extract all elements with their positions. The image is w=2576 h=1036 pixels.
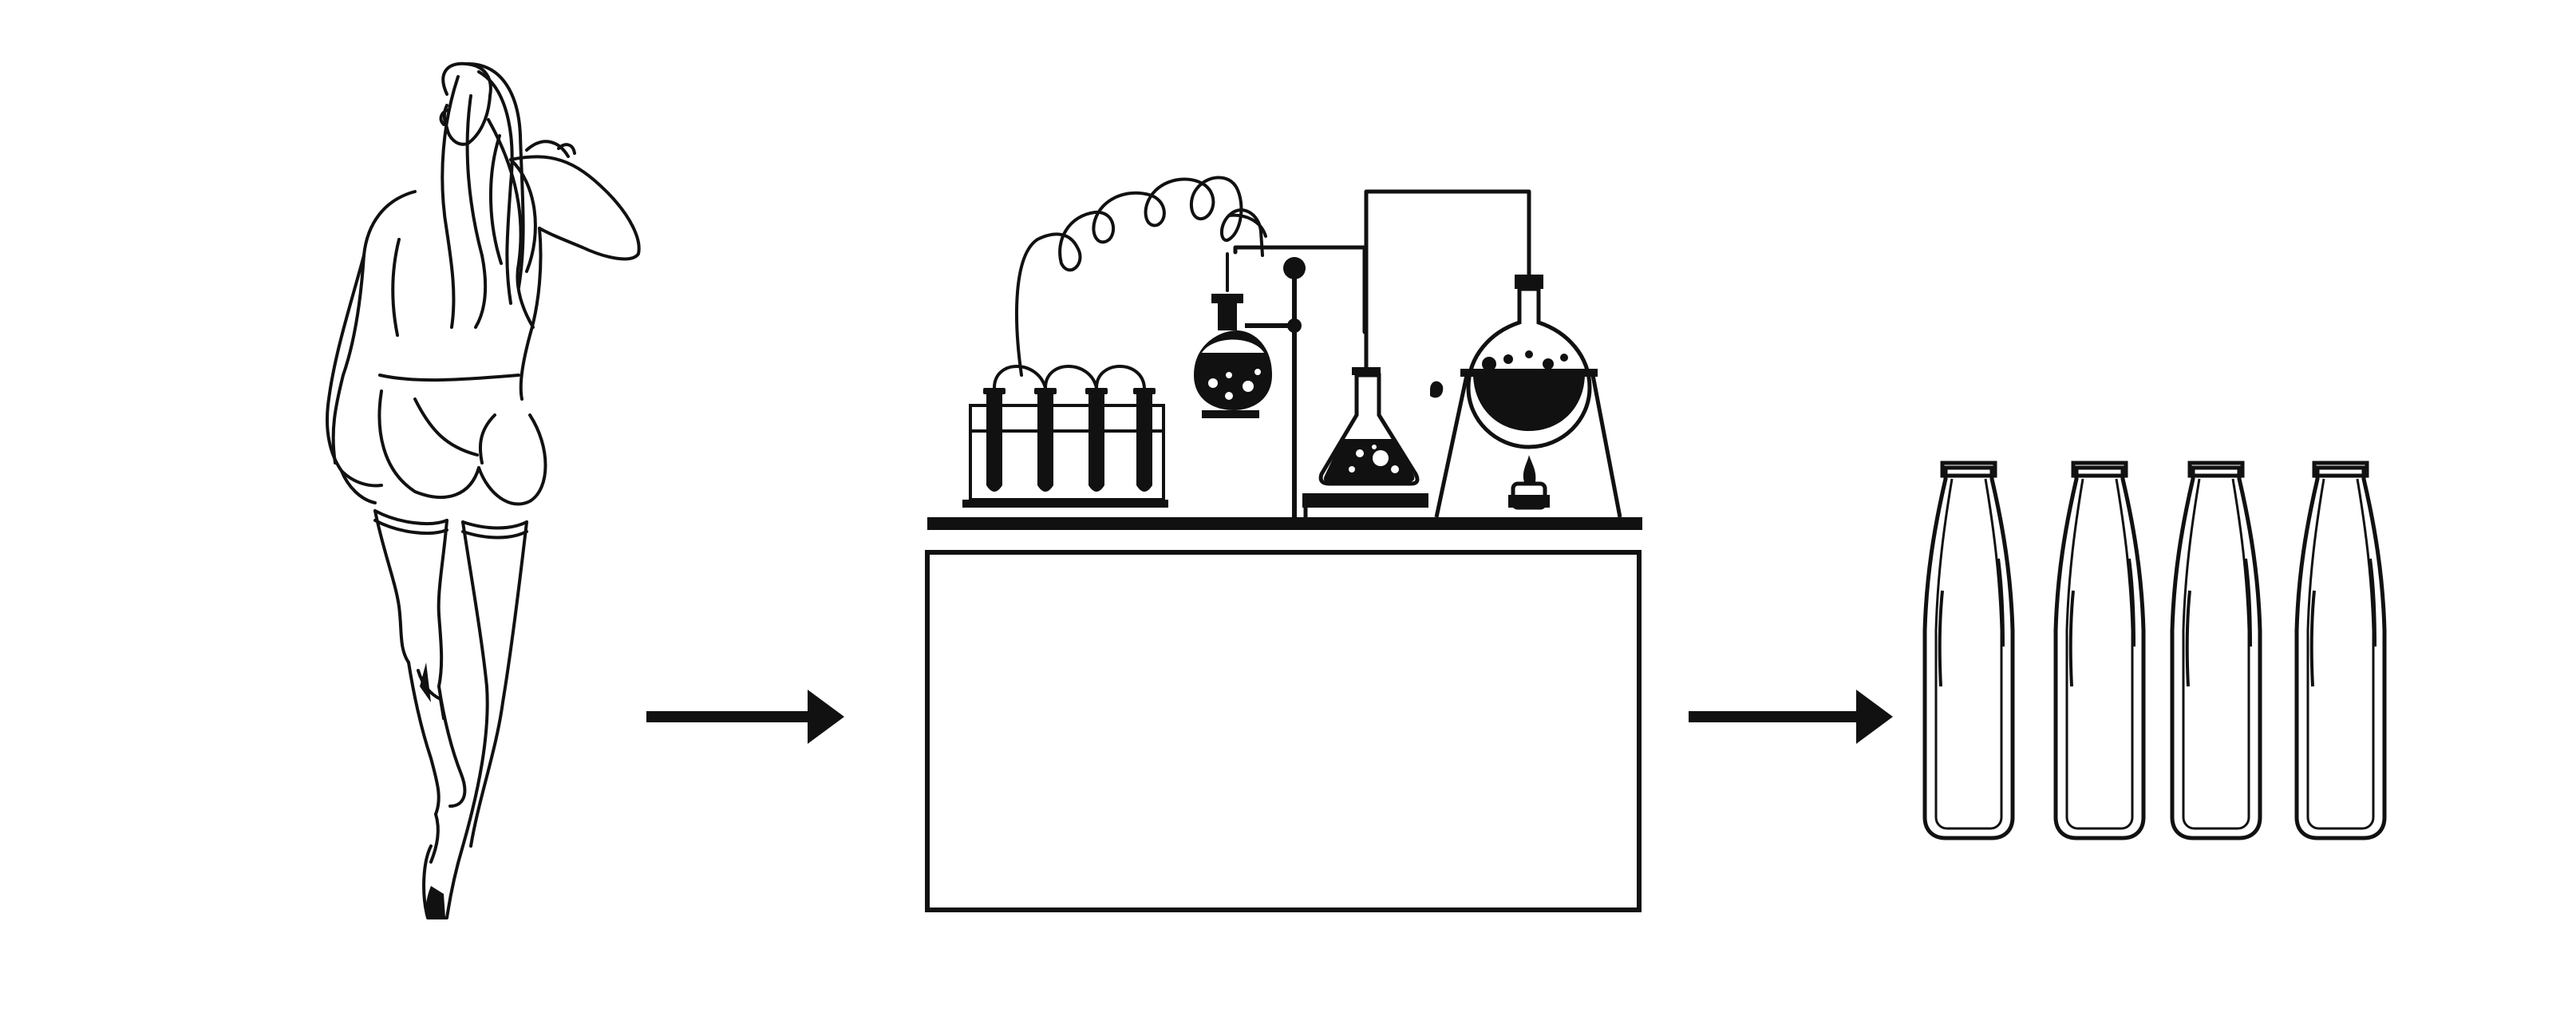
bottle-icon [2294, 461, 2387, 840]
burner-icon [1508, 455, 1550, 510]
high-heel-icon [420, 662, 445, 918]
lab-bench-top [927, 517, 1642, 530]
bottle-icon [2053, 461, 2146, 840]
test-tube-rack-icon [962, 176, 1267, 508]
round-flask-icon [1194, 252, 1301, 418]
laboratory-apparatus-icon [925, 176, 1642, 912]
bottle-icon [2170, 461, 2262, 840]
conical-flask-icon [1302, 189, 1531, 508]
arrow-person-to-lab [646, 690, 844, 744]
distillation-flask-icon [1430, 275, 1622, 518]
arrow-lab-to-output [1689, 690, 1893, 744]
bottle-icon [1922, 461, 2015, 840]
lab-bench-cabinet [925, 550, 1642, 912]
bottle-group [1922, 461, 2387, 840]
woman-figure-icon [326, 61, 641, 919]
